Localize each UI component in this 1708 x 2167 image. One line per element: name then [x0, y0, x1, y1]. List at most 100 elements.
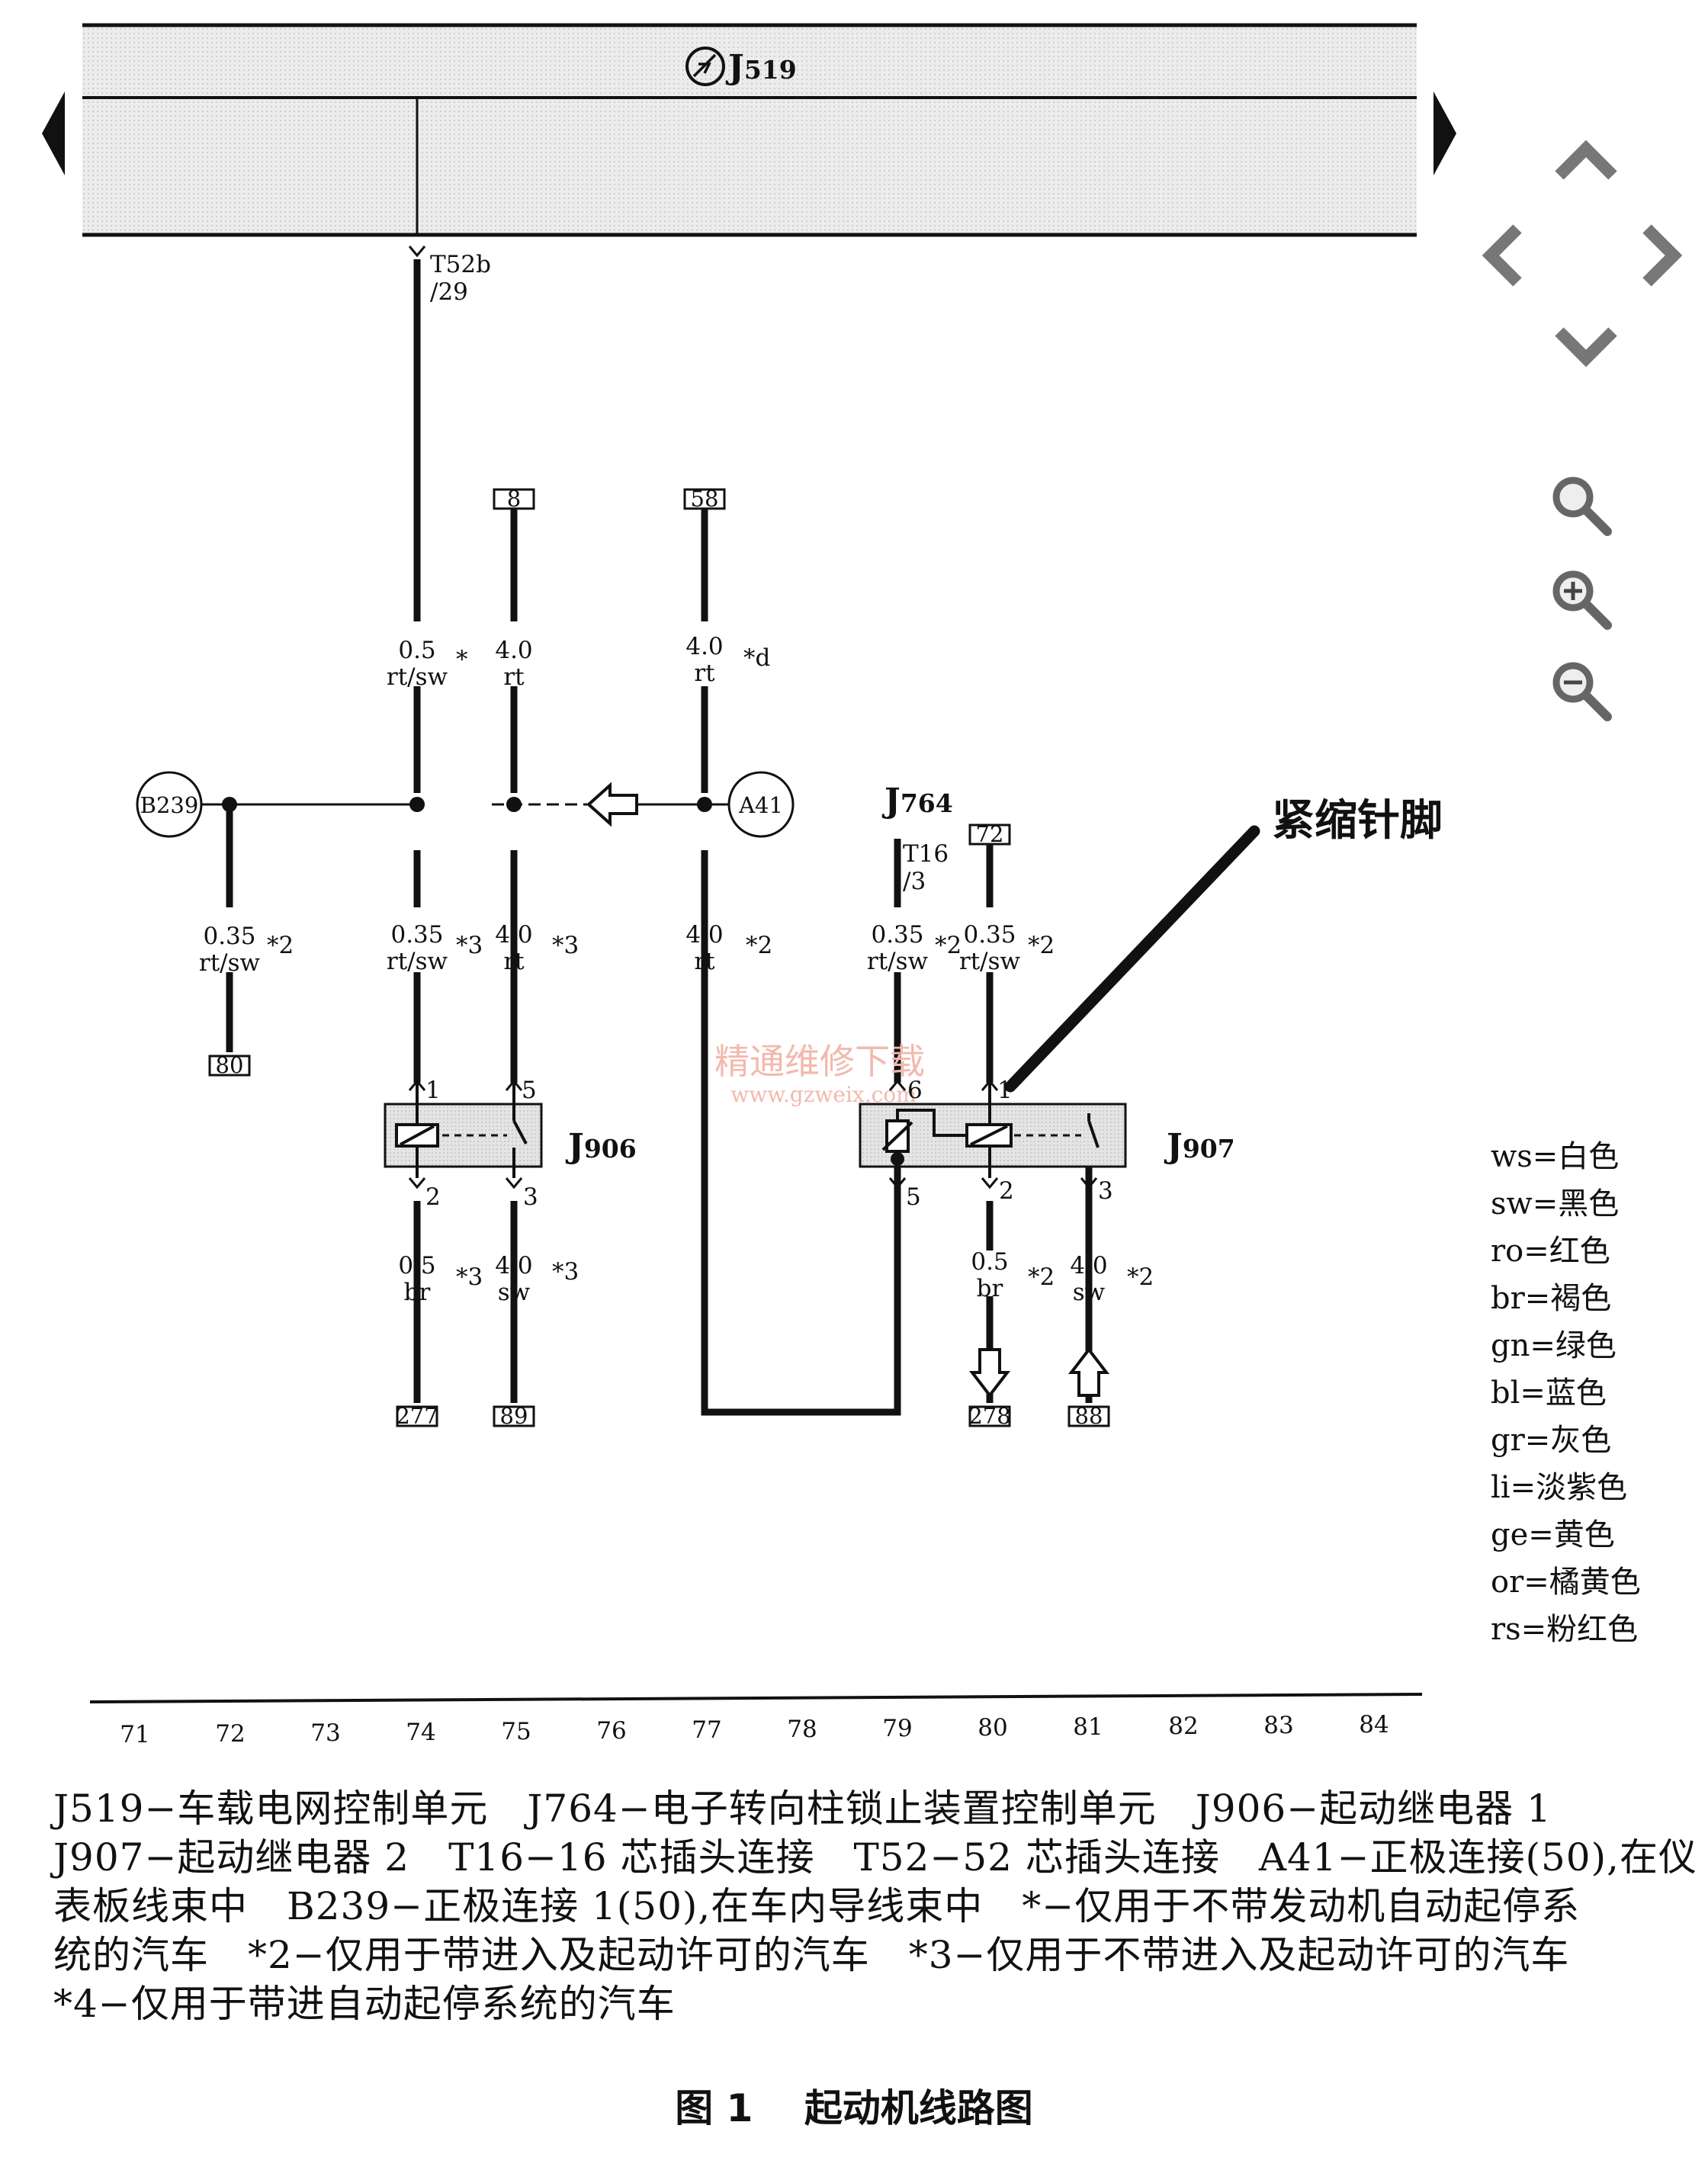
legend-item: rs=粉红色 — [1491, 1612, 1638, 1647]
svg-text:4.0: 4.0 — [685, 921, 723, 949]
terminal-88-label: 88 — [1075, 1403, 1103, 1429]
j907-pin5-label: 5 — [906, 1183, 921, 1211]
pan-left-icon[interactable] — [1482, 224, 1522, 287]
svg-text:*2: *2 — [1028, 1263, 1055, 1291]
scale-tick: 78 — [787, 1716, 817, 1743]
j907-pin2-label: 2 — [999, 1177, 1014, 1205]
zoom-in-icon[interactable] — [1552, 570, 1612, 630]
wire-label-w75c: 4.0 sw *3 — [495, 1252, 579, 1306]
scale-tick: 72 — [215, 1720, 245, 1748]
scale-tick: 76 — [596, 1717, 626, 1745]
wiring-diagram: J519 T52b /29 8 58 — [42, 23, 1683, 1748]
terminal-58-label: 58 — [691, 486, 719, 512]
prev-page-arrow-icon[interactable] — [42, 91, 65, 175]
scale-tick: 79 — [882, 1715, 912, 1742]
figure-title-text: 起动机线路图 — [804, 2086, 1033, 2130]
svg-text:4.0: 4.0 — [495, 637, 532, 664]
svg-text:rt/sw: rt/sw — [387, 663, 448, 691]
j906-pin3-label: 3 — [523, 1183, 538, 1211]
legend-item: bl=蓝色 — [1491, 1376, 1607, 1411]
legend-item: gr=灰色 — [1491, 1423, 1611, 1458]
j907-pin6-label: 6 — [907, 1077, 923, 1104]
terminal-278 — [968, 1405, 1011, 1427]
wire-label-w75a: 4.0 rt — [495, 637, 532, 691]
terminal-80-label: 80 — [216, 1052, 244, 1078]
scale-tick: 83 — [1263, 1712, 1293, 1739]
svg-text:*2: *2 — [935, 932, 962, 959]
j519-label: J519 — [725, 48, 797, 87]
wire-label-w72b: 0.35 rt/sw *2 — [199, 923, 294, 977]
connector-t52b-pin-label: /29 — [430, 278, 468, 306]
scale-tick: 75 — [501, 1718, 531, 1745]
svg-text:*2: *2 — [1028, 932, 1055, 959]
svg-text:br: br — [404, 1279, 431, 1306]
svg-text:rt/sw: rt/sw — [959, 948, 1021, 975]
scale-tick: 81 — [1073, 1713, 1103, 1741]
svg-text:4.0: 4.0 — [685, 633, 723, 660]
wire-label-w77a: 4.0 rt *d — [685, 633, 770, 687]
wire-label-w74b: 0.35 rt/sw *3 — [387, 921, 483, 975]
terminal-89-label: 89 — [500, 1403, 528, 1429]
control-unit-j519: J519 — [82, 23, 1417, 237]
j906-pin2-label: 2 — [425, 1183, 441, 1211]
svg-text:*: * — [456, 646, 468, 673]
relay-j907 — [859, 1079, 1127, 1189]
terminal-277 — [396, 1405, 438, 1427]
next-page-arrow-icon[interactable] — [1434, 91, 1456, 175]
pan-down-icon[interactable] — [1555, 327, 1617, 368]
zoom-fit-icon[interactable] — [1552, 477, 1612, 536]
svg-text:0.5: 0.5 — [398, 1252, 435, 1279]
svg-text:rt/sw: rt/sw — [867, 948, 929, 975]
legend-item: or=橘黄色 — [1491, 1565, 1641, 1600]
svg-text:br: br — [977, 1275, 1003, 1302]
caption-line: J907−起动继电器 2 T16−16 芯插头连接 T52−52 芯插头连接 A… — [53, 1835, 1698, 1880]
relay-switch-icon-2 — [1087, 1120, 1100, 1148]
caption-line: 统的汽车 *2−仅用于带进入及起动许可的汽车 *3−仅用于不带进入及起动许可的汽… — [53, 1933, 1570, 1977]
caption-line: 表板线束中 B239−正极连接 1(50),在车内导线束中 *−仅用于不带发动机… — [53, 1884, 1581, 1928]
callout-leader-line — [1004, 825, 1260, 1093]
wire-label-w74c: 0.5 br *3 — [398, 1252, 483, 1306]
svg-text:0.35: 0.35 — [871, 921, 923, 949]
wire-label-w77b: 4.0 rt *2 — [685, 921, 772, 975]
svg-text:*3: *3 — [456, 1263, 483, 1291]
zoom-out-icon[interactable] — [1552, 662, 1612, 721]
signal-in-arrow-icon — [1068, 1347, 1110, 1397]
svg-text:rt: rt — [503, 663, 525, 691]
svg-text:rt: rt — [694, 660, 715, 687]
svg-text:0.35: 0.35 — [203, 923, 255, 950]
scale-line — [89, 1693, 1423, 1703]
j906-pin5-label: 5 — [522, 1077, 537, 1104]
terminal-80 — [208, 1055, 251, 1077]
svg-text:4.0: 4.0 — [495, 921, 532, 949]
diode-icon — [885, 1119, 910, 1153]
caption-line: *4−仅用于带进自动起停系统的汽车 — [53, 1982, 676, 2026]
scale-tick: 84 — [1359, 1711, 1389, 1738]
flow-direction-arrow-icon — [586, 782, 638, 827]
svg-text:0.5: 0.5 — [971, 1248, 1008, 1276]
watermark-text: 精通维修下载 — [714, 1041, 925, 1082]
svg-text:0.35: 0.35 — [963, 921, 1016, 949]
legend-item: ro=红色 — [1491, 1234, 1610, 1269]
terminal-8-label: 8 — [507, 486, 521, 512]
legend-item: ws=白色 — [1491, 1139, 1619, 1174]
pan-right-icon[interactable] — [1642, 224, 1683, 287]
svg-text:*d: *d — [743, 644, 770, 672]
scale-tick: 82 — [1168, 1713, 1198, 1740]
wire-label-w81c: 4.0 sw *2 — [1070, 1252, 1154, 1306]
svg-text:sw: sw — [1073, 1279, 1106, 1306]
svg-text:*3: *3 — [552, 1258, 579, 1286]
pan-up-icon[interactable] — [1555, 140, 1617, 180]
scale-tick: 80 — [978, 1714, 1007, 1742]
legend-item: gn=绿色 — [1491, 1328, 1616, 1363]
svg-text:*2: *2 — [746, 932, 772, 959]
scale-tick: 74 — [406, 1719, 435, 1746]
callout-label: 紧缩针脚 — [1272, 795, 1443, 846]
terminal-278-label: 278 — [968, 1403, 1010, 1429]
wire-label-w80c: 0.5 br *2 — [971, 1248, 1055, 1302]
j764-label: J764 — [881, 782, 953, 820]
svg-text:*2: *2 — [1127, 1263, 1154, 1291]
connection-a41-label: A41 — [738, 792, 783, 818]
terminal-277-label: 277 — [396, 1403, 438, 1429]
j907-pin3-label: 3 — [1098, 1177, 1113, 1205]
terminal-72-label: 72 — [976, 821, 1004, 847]
